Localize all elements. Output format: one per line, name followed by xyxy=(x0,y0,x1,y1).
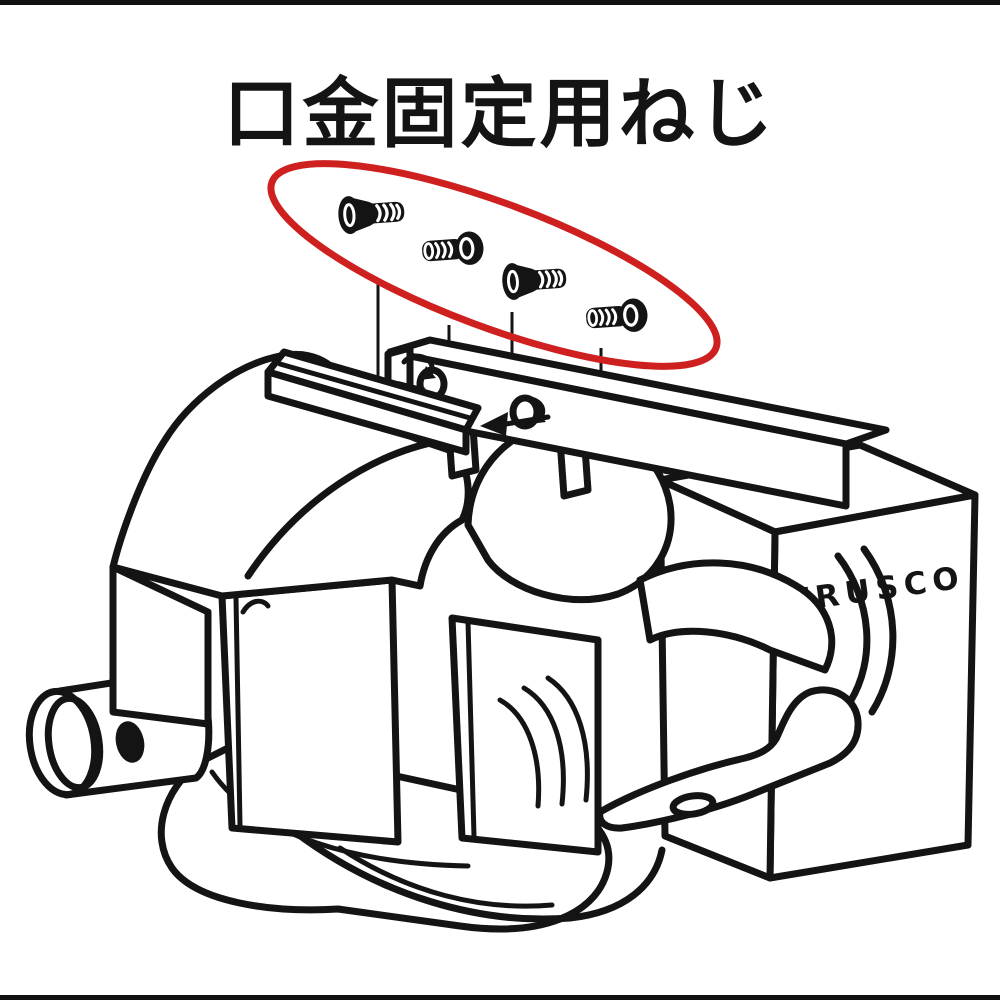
vise-illustration: TRUSCO xyxy=(25,336,979,933)
pan-head-screw-2-icon xyxy=(419,228,487,270)
diagram-title: 口金固定用ねじ xyxy=(223,73,777,157)
hatch-curve-3 xyxy=(545,675,590,803)
base-rear-ear xyxy=(596,686,862,832)
rear-shoulder xyxy=(636,559,836,674)
front-jaw-plate-rail xyxy=(277,361,473,421)
flat-head-screw-1-icon xyxy=(335,190,408,237)
hatch-curve-1 xyxy=(497,697,542,809)
front-slide-body xyxy=(109,563,402,846)
rear-jaw-plate xyxy=(369,336,890,510)
rear-casting-curve-outer xyxy=(834,552,871,706)
front-jaw-plate xyxy=(264,348,482,456)
movable-jaw-slab xyxy=(448,614,602,856)
handle-hole xyxy=(115,721,145,763)
mounting-hole xyxy=(669,792,717,818)
flat-head-screw-3-icon xyxy=(499,257,570,303)
casting-lip xyxy=(240,598,271,615)
pan-head-screw-4-icon xyxy=(583,295,651,337)
base-channel-inner xyxy=(337,845,555,909)
top-border-bar xyxy=(0,0,1000,5)
hatch-curve-2 xyxy=(521,685,566,807)
front-jaw-slab xyxy=(218,576,402,846)
callout-ellipse xyxy=(267,160,721,370)
bottom-border-bar xyxy=(0,995,1000,1000)
rotation-arrow-1 xyxy=(401,353,435,377)
base-channel-curve xyxy=(291,828,666,923)
rotation-arrow-2 xyxy=(511,396,546,421)
handle-boss-ring xyxy=(44,694,104,792)
rear-casting-curve-inner xyxy=(860,545,897,716)
casting-cheek-curve xyxy=(244,436,449,580)
screw-group xyxy=(335,190,651,337)
